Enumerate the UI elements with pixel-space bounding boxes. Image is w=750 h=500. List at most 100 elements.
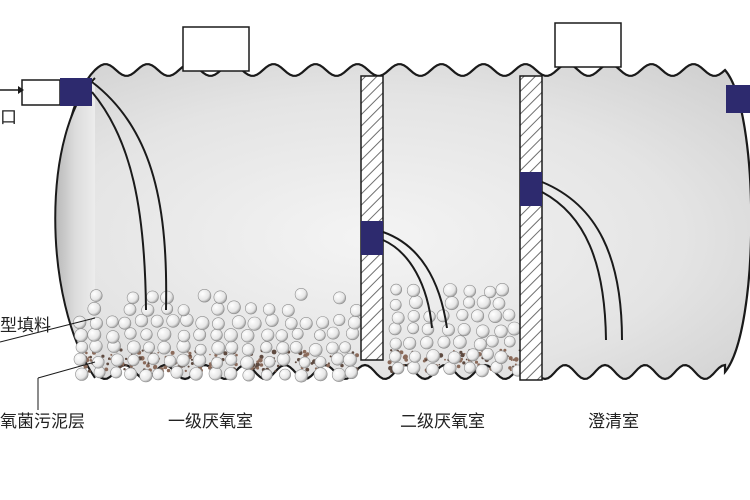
sludge-particle xyxy=(190,358,194,361)
leader-line-sludge xyxy=(37,361,96,379)
sludge-particle xyxy=(87,369,92,373)
packing-ball xyxy=(163,354,177,368)
packing-ball xyxy=(89,289,103,302)
packing-ball xyxy=(279,368,291,381)
packing-ball xyxy=(195,316,210,331)
packing-ball xyxy=(166,314,180,328)
packing-ball xyxy=(291,327,304,340)
packing-ball xyxy=(140,328,153,341)
packing-ball xyxy=(213,290,228,304)
packing-ball xyxy=(471,309,485,323)
sludge-particle xyxy=(459,350,463,354)
packing-ball xyxy=(494,350,508,364)
packing-ball xyxy=(391,311,405,325)
sludge-particle xyxy=(157,351,159,354)
packing-ball xyxy=(211,302,225,316)
packing-ball xyxy=(275,329,288,342)
inlet-pipe xyxy=(21,79,61,106)
packing-ball xyxy=(299,316,313,330)
sludge-particle xyxy=(351,351,355,354)
outlet-port xyxy=(726,85,750,113)
sludge-particle xyxy=(509,369,512,372)
packing-ball xyxy=(74,328,88,343)
packing-ball xyxy=(389,350,402,363)
sludge-particle xyxy=(294,361,297,364)
packing-ball xyxy=(93,366,106,379)
packing-ball xyxy=(87,301,102,316)
packing-ball xyxy=(177,304,190,317)
packing-ball xyxy=(289,341,303,354)
sludge-particle xyxy=(438,363,441,366)
packing-ball xyxy=(444,296,459,311)
sludge-particle xyxy=(474,360,479,364)
packing-ball xyxy=(463,284,476,298)
packing-ball xyxy=(437,335,451,349)
packing-ball xyxy=(409,350,422,363)
packing-ball xyxy=(344,365,359,380)
packing-ball xyxy=(223,328,238,343)
packing-ball xyxy=(494,324,508,338)
packing-ball xyxy=(126,340,141,355)
packing-ball xyxy=(141,303,155,317)
inlet-arrow-head xyxy=(18,86,24,94)
packing-ball xyxy=(197,289,212,303)
sludge-particle xyxy=(274,369,277,373)
packing-ball xyxy=(473,337,487,351)
sludge-particle xyxy=(188,351,192,355)
sludge-particle xyxy=(163,365,168,370)
packing-ball xyxy=(425,363,439,377)
packing-ball xyxy=(146,290,159,304)
inlet-port xyxy=(60,78,92,106)
sludge-particle xyxy=(87,356,90,359)
packing-ball xyxy=(347,315,362,330)
leader-line-packing xyxy=(0,317,96,343)
packing-ball xyxy=(106,330,120,344)
packing-ball xyxy=(161,302,174,315)
inlet-downpipe-outer xyxy=(91,81,168,311)
packing-ball xyxy=(281,304,295,317)
packing-ball xyxy=(463,296,476,309)
top-hatch-left xyxy=(182,26,250,72)
sludge-particle xyxy=(209,353,211,356)
sludge-particle xyxy=(340,363,344,368)
sludge-particle xyxy=(109,358,112,361)
sludge-particle xyxy=(355,353,359,358)
sludge-particle xyxy=(259,363,264,367)
packing-ball xyxy=(89,316,103,330)
top-hatch-right xyxy=(554,22,622,68)
packing-label: 型填料 xyxy=(0,316,51,336)
packing-ball xyxy=(75,341,89,354)
sludge-particle xyxy=(123,368,126,371)
packing-ball xyxy=(260,341,273,354)
packing-ball xyxy=(87,327,102,342)
packing-ball xyxy=(123,303,137,316)
packing-ball xyxy=(242,369,255,382)
sludge-particle xyxy=(456,364,461,369)
packing-ball xyxy=(409,295,423,310)
packing-ball xyxy=(294,369,308,383)
packing-ball xyxy=(486,334,499,348)
sludge-particle xyxy=(85,351,88,355)
packing-ball xyxy=(331,367,346,382)
sludge-particle xyxy=(223,351,227,354)
packing-ball xyxy=(189,367,203,381)
partition-wall-1 xyxy=(360,75,384,361)
sludge-particle xyxy=(146,363,150,368)
sludge-particle xyxy=(256,360,260,364)
packing-ball xyxy=(176,353,190,367)
packing-ball xyxy=(225,341,239,354)
sludge-particle xyxy=(187,365,190,368)
packing-ball xyxy=(390,283,403,296)
packing-ball xyxy=(263,303,276,316)
sludge-particle xyxy=(305,367,310,372)
packing-ball xyxy=(118,316,132,330)
packing-ball xyxy=(333,313,346,326)
packing-ball xyxy=(407,310,420,323)
packing-ball xyxy=(261,328,275,342)
sludge-particle xyxy=(153,364,158,369)
sludge-particle xyxy=(276,364,280,368)
packing-ball xyxy=(192,353,207,368)
packing-ball xyxy=(447,351,461,365)
packing-ball xyxy=(208,366,223,381)
sludge-particle xyxy=(326,363,330,368)
